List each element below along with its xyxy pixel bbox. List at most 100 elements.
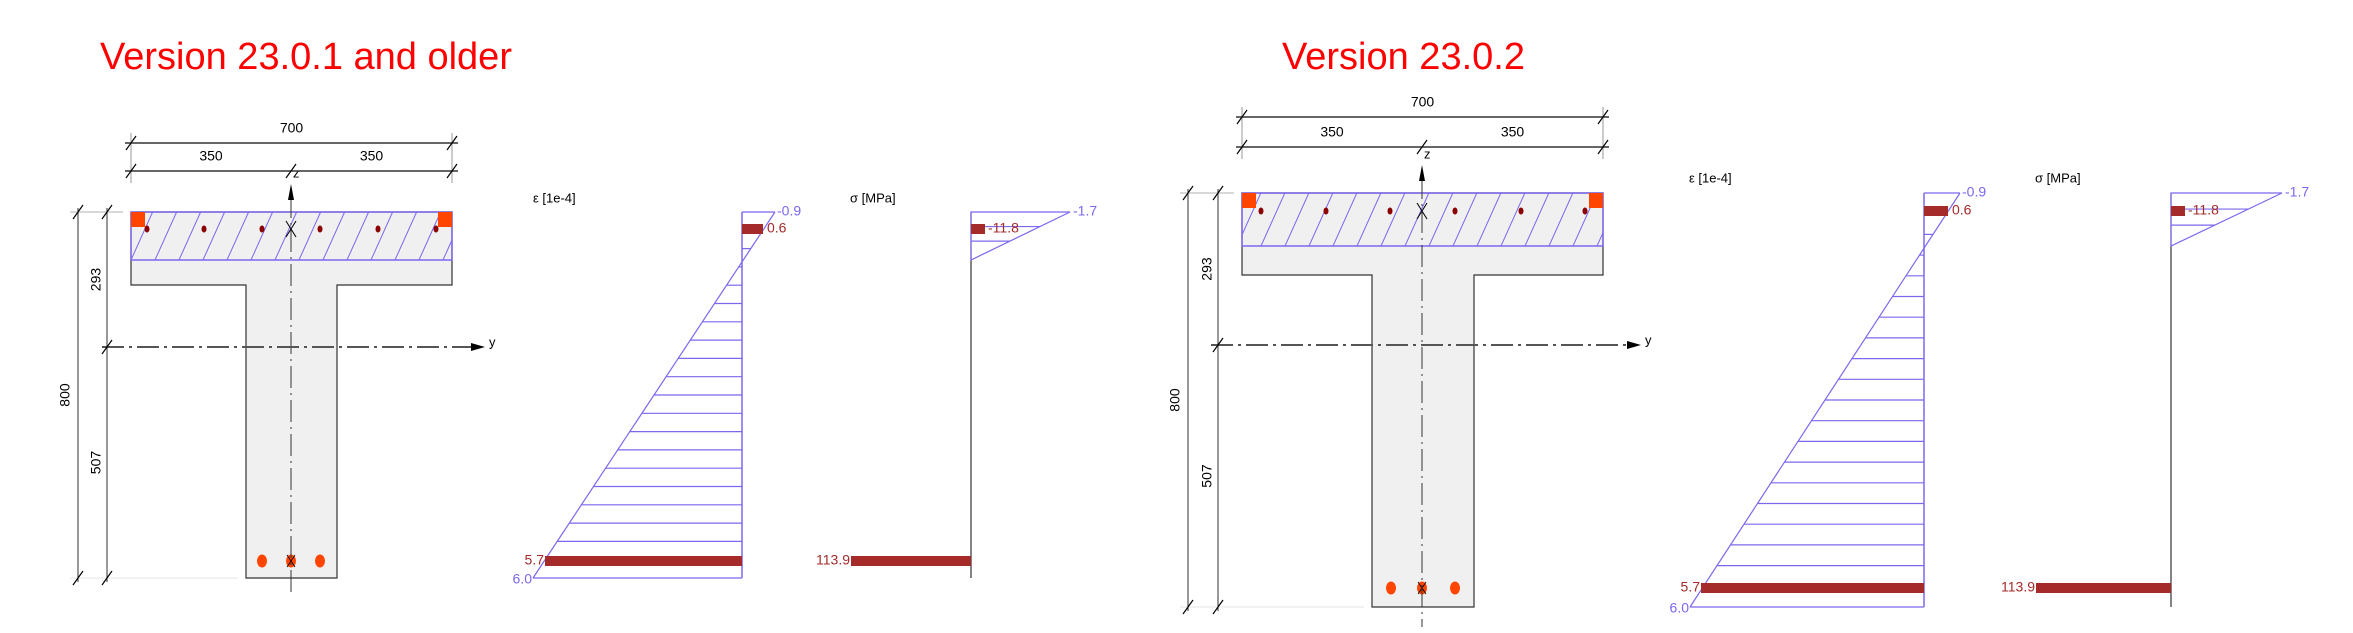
strain-profile-line [1689,192,1961,608]
stress-bottom-rebar-bar [2036,583,2171,593]
corner-marker-left [1242,193,1256,208]
dim-tick [125,135,137,151]
dim-tick [1182,185,1194,201]
strain-bottom-rebar-bar [1701,583,1924,593]
dim-label-bottom-part: 507 [88,451,104,475]
dim-tick [1236,139,1248,155]
dim-label-half-right: 350 [1501,124,1525,140]
hatch-line [298,212,322,260]
top-rebar [144,225,150,233]
corner-marker-right [438,212,452,227]
dim-label-half-right: 350 [360,148,384,164]
dim-tick [1416,139,1428,155]
z-axis-label: z [293,165,300,180]
bottom-rebar [257,554,267,568]
y-axis-label: y [489,334,496,349]
stress-bottom-rebar-value: 113.9 [2001,579,2035,595]
dim-tick [72,204,84,220]
z-axis-arrow-icon [1419,165,1425,181]
hatch-line [418,212,442,260]
dim-label-bottom-part: 507 [1199,464,1215,488]
stress-axis-label: σ [MPa] [2035,170,2081,185]
hatch-line [178,212,202,260]
stress-top-value: -1.7 [1073,203,1097,219]
corner-marker-right [1589,193,1603,208]
hatch-line [250,212,274,260]
dim-tick [101,204,113,220]
hatch-line [1524,193,1550,246]
stress-diagram: σ [MPa] -1.7 -11.8 113.9 [816,190,1097,578]
stress-bottom-rebar-value: 113.9 [816,552,850,568]
hatch-line [1356,193,1382,246]
hatch-line [83,212,105,260]
version-title-old: Version 23.0.1 and older [100,36,512,78]
hatch-line [1476,193,1502,246]
hatch-line [107,212,129,260]
stress-compression-block [2170,192,2283,247]
hatch-line [467,212,489,260]
z-axis-label: z [1424,146,1431,161]
hatch-line [322,212,346,260]
dim-tick [446,163,458,179]
strain-axis-label: ε [1e-4] [1689,170,1732,185]
hatch-line [442,238,452,260]
strain-top-value: -0.9 [1962,184,1986,200]
hatch-line [1645,193,1669,246]
strain-bottom-rebar-value: 5.7 [525,552,545,568]
dim-tick [1212,185,1224,201]
hatch-line [1548,193,1574,246]
strain-top-rebar-bar [742,224,763,234]
dim-tick [1212,337,1224,353]
hatch-line [274,212,298,260]
compression-zone-hatch [83,212,513,260]
hatch-line [1242,193,1262,237]
dim-label-half-left: 350 [1320,124,1344,140]
stress-bottom-rebar-bar [851,556,971,566]
strain-diagram: ε [1e-4]-0.90.65.76.0 [513,190,802,586]
bottom-rebar [1450,581,1460,595]
dim-tick [101,339,113,355]
dim-label-total-width: 700 [1411,94,1435,110]
hatch-line [1428,193,1454,246]
stress-top-rebar-value: -11.8 [988,220,1019,236]
stress-top-rebar-bar [971,224,985,234]
top-rebar [1387,207,1393,215]
top-rebar [259,225,265,233]
dim-label-total-width: 700 [280,120,304,136]
strain-top-rebar-bar [1924,206,1948,216]
hatch-line [1284,193,1310,246]
hatch-line [346,212,370,260]
strain-bottom-value: 6.0 [513,571,533,587]
top-rebar [375,225,381,233]
stress-axis-label: σ [MPa] [850,190,896,205]
strain-top-rebar-value: 0.6 [767,220,787,236]
dim-tick [446,135,458,151]
stress-top-rebar-value: -11.8 [2188,202,2219,218]
y-axis-arrow-icon [471,343,485,351]
z-axis-arrow-icon [288,184,294,200]
hatch-line [1452,193,1478,246]
hatch-line [491,212,513,260]
hatch-line [202,212,226,260]
dim-label-height: 800 [1167,388,1183,412]
hatch-line [1213,193,1237,246]
strain-diagram: ε [1e-4]-0.90.65.76.0 [1670,170,1987,615]
strain-top-rebar-value: 0.6 [1952,202,1972,218]
strain-top-value: -0.9 [777,203,801,219]
hatch-line [1189,193,1213,246]
top-rebar [433,225,439,233]
hatch-line [1380,193,1406,246]
centroid-cross-icon [285,220,297,238]
rebar-cross-icon [286,554,296,568]
top-rebar [1582,207,1588,215]
hatch-line [370,212,394,260]
stress-top-value: -1.7 [2285,184,2309,200]
dim-label-height: 800 [57,383,73,407]
dim-tick [125,163,137,179]
hatch-line [1404,193,1430,246]
hatch-line [1596,231,1603,246]
t-section [1189,192,1669,608]
